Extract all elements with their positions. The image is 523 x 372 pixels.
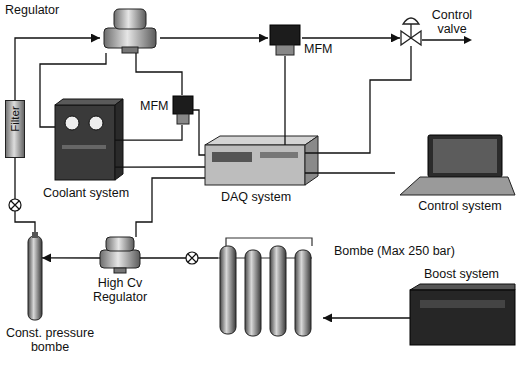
device-label: Filter — [8, 94, 22, 144]
cylinder-bank: Bombe (Max 250 bar) — [218, 238, 323, 338]
gas-or-signal-line — [15, 158, 35, 232]
device-label: Regulator — [5, 3, 59, 17]
gas-or-signal-line — [323, 317, 410, 318]
constant-pressure-cylinder: Const. pressure bombe — [28, 232, 42, 320]
gas-or-signal-line — [305, 172, 395, 173]
regulator: Regulator — [100, 8, 160, 53]
device-label: MFM — [140, 99, 168, 113]
gas-or-signal-line — [115, 166, 205, 167]
mfm-icon — [173, 96, 193, 124]
control-valve: Control valve — [400, 16, 422, 46]
gas-or-signal-line — [42, 257, 100, 258]
booster-unit-icon — [410, 284, 515, 345]
gas-or-signal-line — [160, 37, 268, 38]
cylinder-rack — [218, 238, 312, 336]
device-label: High Cv Regulator — [86, 276, 154, 304]
mass-flow-meter: MFM — [268, 24, 302, 56]
mass-flow-meter: MFM — [173, 95, 193, 125]
regulator-icon — [104, 9, 156, 53]
shutoff-valve — [9, 199, 21, 211]
device-label: DAQ system — [210, 190, 302, 204]
device-label: Bombe (Max 250 bar) — [334, 244, 455, 258]
gas-or-signal-line — [305, 46, 411, 153]
device-label: Boost system — [424, 267, 499, 281]
daq-system: DAQ system — [205, 145, 305, 185]
daq-unit-icon — [205, 136, 318, 185]
mfm-icon — [270, 25, 300, 55]
gas-or-signal-line — [284, 56, 285, 145]
gas-or-signal-line — [140, 257, 218, 258]
gas-cylinder — [28, 232, 42, 320]
gas-or-signal-line — [40, 53, 106, 127]
device-label: MFM — [304, 42, 332, 56]
device-label: Control valve — [426, 8, 478, 36]
boost-system: Boost system — [410, 290, 515, 345]
gas-or-signal-line — [136, 53, 182, 95]
coolant-system: Coolant system — [55, 105, 115, 180]
control-system: Control system — [395, 135, 515, 195]
high-cv-regulator-icon — [100, 237, 140, 273]
gas-or-signal-line — [115, 125, 182, 140]
high-cv-regulator: High Cv Regulator — [100, 237, 140, 273]
coolant-unit-icon — [55, 99, 123, 180]
gas-or-signal-line — [15, 38, 100, 100]
shutoff-valve — [186, 252, 198, 264]
laptop-icon — [400, 135, 515, 195]
gas-or-signal-line — [136, 178, 205, 237]
gas-or-signal-line — [302, 37, 400, 38]
gas-or-signal-line — [193, 110, 205, 155]
device-label: Const. pressure bombe — [2, 326, 98, 354]
device-label: Control system — [405, 199, 515, 213]
device-label: Coolant system — [40, 186, 132, 200]
filter: Filter — [5, 100, 25, 158]
